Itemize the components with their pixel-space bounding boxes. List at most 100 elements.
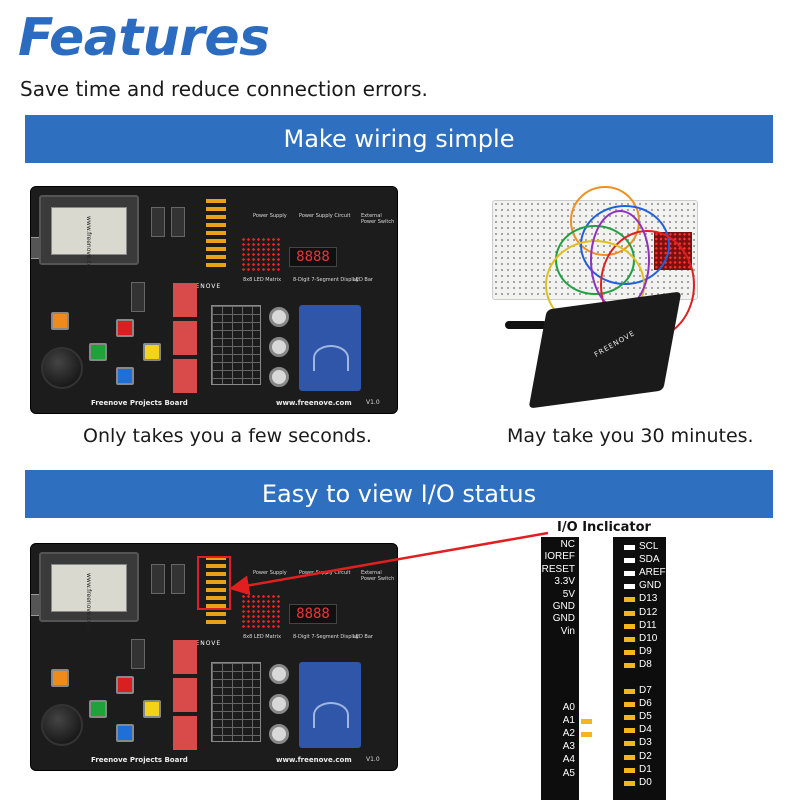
board-label-power-circuit: Power Supply Circuit <box>299 570 351 576</box>
io-pin-label: SDA <box>639 554 660 566</box>
rfid-module <box>299 662 361 748</box>
io-pin-indicator <box>581 719 592 725</box>
board-label-segment: 8-Digit 7-Segment Display <box>293 634 359 640</box>
green-button <box>89 700 107 718</box>
io-pin-indicator <box>624 780 635 786</box>
dip-switch <box>173 716 197 750</box>
io-pin-label: D3 <box>639 737 652 749</box>
ic-chip <box>151 564 165 594</box>
board-label-power-circuit: Power Supply Circuit <box>299 213 351 219</box>
potentiometer-knob <box>269 694 289 714</box>
banner-make-wiring-simple: Make wiring simple <box>25 115 773 163</box>
segment-display: 8888 <box>289 247 337 267</box>
io-pin-indicator <box>624 545 635 550</box>
usb-cable <box>505 321 547 329</box>
io-pin-label: GND <box>639 580 662 592</box>
banner-easy-io-status: Easy to view I/O status <box>25 470 773 518</box>
io-pin-label: D2 <box>639 750 652 762</box>
io-pin-label: A1 <box>562 715 575 727</box>
projects-board-image-bottom: www.freenove.com 8888 FREENOVE Power Sup… <box>30 543 398 771</box>
dip-switch <box>173 359 197 393</box>
io-pin-indicator <box>624 571 635 577</box>
io-pin-label: D0 <box>639 776 652 788</box>
io-pin-indicator <box>581 605 592 610</box>
io-pin-indicator <box>581 732 592 738</box>
dip-switch <box>173 678 197 712</box>
yellow-button <box>143 343 161 361</box>
io-pin-indicator <box>624 767 635 773</box>
ic-chip <box>151 207 165 237</box>
io-pin-indicator <box>581 567 592 573</box>
red-button <box>116 676 134 694</box>
board-name-label: Freenove Projects Board <box>91 756 188 764</box>
io-pin-label: A3 <box>562 741 575 753</box>
io-pin-label: D12 <box>639 606 658 618</box>
io-pin-indicator <box>624 754 635 760</box>
jumper-wire <box>590 210 650 310</box>
io-pin-indicator <box>581 758 592 764</box>
io-pin-label: A5 <box>562 767 575 779</box>
dip-switch <box>173 283 197 317</box>
io-pin-label: 3.3V <box>554 576 575 588</box>
io-pin-indicator <box>624 728 635 734</box>
truth-table-panel <box>211 305 261 385</box>
green-button <box>89 343 107 361</box>
io-pin-indicator <box>624 610 635 616</box>
red-button <box>116 319 134 337</box>
joystick <box>41 704 83 746</box>
board-url-label: www.freenove.com <box>276 756 352 764</box>
io-pin-indicator <box>624 741 635 747</box>
io-pin-indicator <box>624 623 635 629</box>
io-pin-label: D8 <box>639 658 652 670</box>
io-pin-label: A2 <box>562 728 575 740</box>
blue-button <box>116 367 134 385</box>
page-subtitle: Save time and reduce connection errors. <box>20 77 428 101</box>
io-pin-indicator <box>581 617 592 623</box>
io-pin-indicator <box>624 636 635 642</box>
io-pin-label: D11 <box>639 619 657 631</box>
io-pin-label: RESET <box>541 563 575 575</box>
io-pin-label: AREF <box>639 567 666 579</box>
io-pin-label: D4 <box>639 724 652 736</box>
io-pin-label: D6 <box>639 698 652 710</box>
led-matrix <box>241 594 281 630</box>
io-pin-indicator <box>581 706 592 711</box>
board-label-ledbar: LED Bar <box>353 277 373 283</box>
board-label-ext-power: External Power Switch <box>361 570 395 582</box>
board-label-matrix: 8x8 LED Matrix <box>243 277 282 283</box>
rfid-module <box>299 305 361 391</box>
io-pin-label: D5 <box>639 711 652 723</box>
potentiometer-knob <box>269 337 289 357</box>
segment-display: 8888 <box>289 604 337 624</box>
lcd-text: www.freenove.com <box>85 573 92 631</box>
board-label-matrix: 8x8 LED Matrix <box>243 634 282 640</box>
caption-left: Only takes you a few seconds. <box>83 425 372 447</box>
io-pin-indicator <box>624 715 635 721</box>
projects-board-image-top: www.freenove.com 8888 FREENOVE Power Sup… <box>30 186 398 414</box>
dip-switch <box>173 321 197 355</box>
io-indicator-title: I/O Inclicator <box>557 520 651 535</box>
io-pin-label: GND <box>552 601 575 612</box>
blue-button <box>116 724 134 742</box>
io-pin-label: A4 <box>562 754 575 766</box>
io-pin-label: D10 <box>639 632 658 644</box>
io-pin-label: SCL <box>639 541 659 552</box>
io-pin-indicator <box>581 745 592 751</box>
board-brand: FREENOVE <box>181 640 222 647</box>
io-pin-indicator <box>581 580 592 586</box>
ic-chip <box>171 564 185 594</box>
page-title: Features <box>18 8 270 68</box>
io-pin-indicator <box>624 597 635 603</box>
io-pin-label: D1 <box>639 763 652 775</box>
io-pin-indicator <box>624 649 635 655</box>
truth-table-panel <box>211 662 261 742</box>
io-pin-label: 5V <box>562 588 575 600</box>
board-url-label: www.freenove.com <box>276 399 352 407</box>
board-label-segment: 8-Digit 7-Segment Display <box>293 277 359 283</box>
board-label-power-supply: Power Supply <box>253 570 287 576</box>
io-pin-label: D9 <box>639 645 652 657</box>
caption-right: May take you 30 minutes. <box>507 425 754 447</box>
io-pin-indicator <box>624 584 635 590</box>
board-version: V1.0 <box>366 756 380 763</box>
